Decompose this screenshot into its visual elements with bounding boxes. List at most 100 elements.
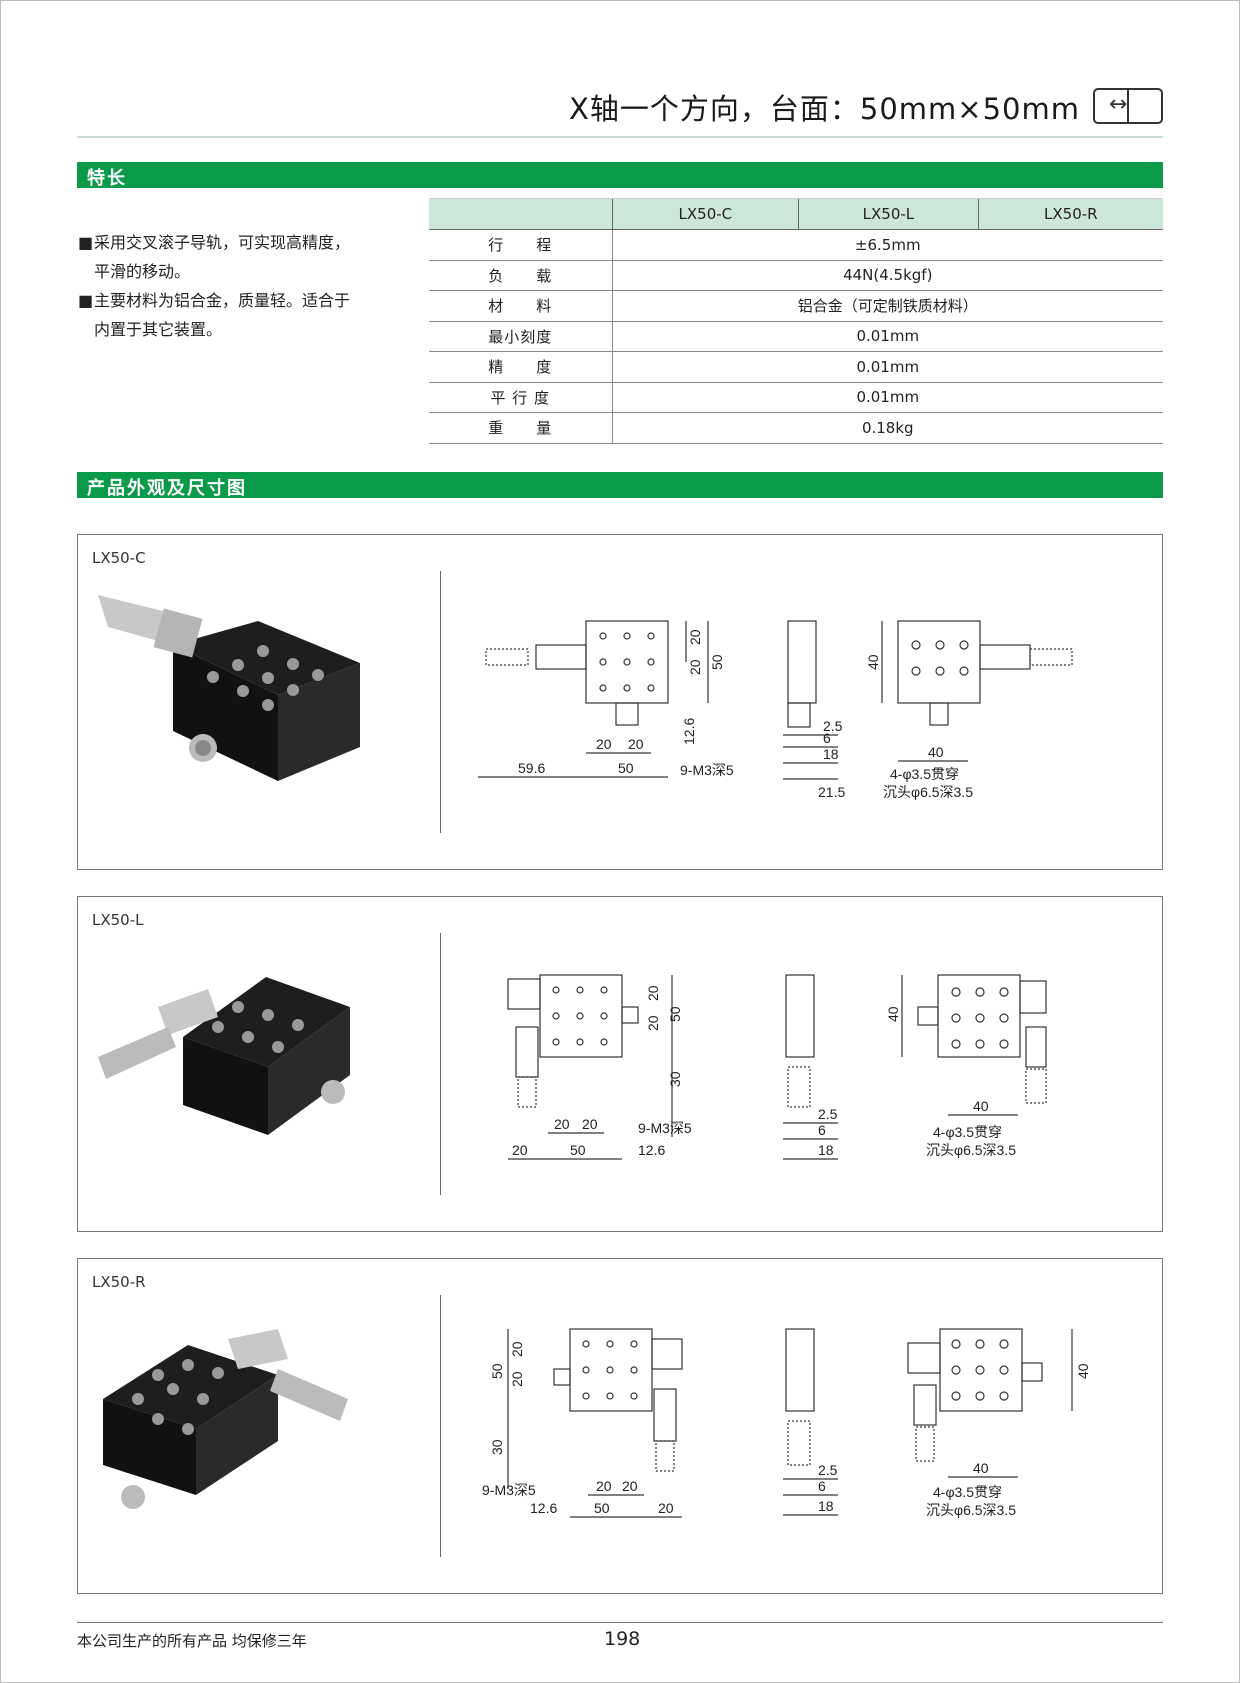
footer-rule — [77, 1622, 1163, 1623]
counterbore-note: 沉头φ6.5深3.5 — [883, 784, 973, 800]
feature-text: 采用交叉滚子导轨，可实现高精度，平滑的移动。 — [94, 233, 351, 281]
dim-label: 20 — [596, 736, 612, 752]
dim-label: 20 — [687, 659, 703, 675]
spec-header-lx50c: LX50-C — [611, 198, 799, 230]
dim-label: 18 — [818, 1498, 834, 1514]
dim-label: 50 — [709, 654, 725, 670]
bullet-icon: ■ — [78, 233, 94, 252]
product-photo — [98, 977, 350, 1135]
spec-label: 平 行 度 — [429, 382, 613, 413]
dim-label: 50 — [489, 1363, 505, 1379]
dim-label: 20 — [596, 1478, 612, 1494]
title-rule — [77, 136, 1163, 138]
counterbore-note: 沉头φ6.5深3.5 — [926, 1142, 1016, 1158]
dim-label: 20 — [645, 985, 661, 1001]
dimension-drawing: 50 12.6 20 20 20 50 20 20 30 9-M3深5 2.5 … — [482, 1328, 1091, 1518]
dimension-drawing: 20 50 20 20 12.6 20 20 50 30 9-M3深5 2.5 … — [507, 974, 1047, 1160]
section-bar-drawings: 产品外观及尺寸图 — [77, 472, 1163, 499]
dim-label: 40 — [973, 1098, 989, 1114]
dim-label: 50 — [570, 1142, 586, 1158]
dim-label: 2.5 — [823, 718, 843, 734]
dim-label: 20 — [645, 1015, 661, 1031]
dim-label: 50 — [667, 1006, 683, 1022]
dim-label: 18 — [818, 1142, 834, 1158]
dim-label: 30 — [489, 1439, 505, 1455]
spec-label: 精 度 — [429, 351, 613, 383]
dim-label: 59.6 — [518, 760, 545, 776]
product-panel-lx50l: LX50-L 20 50 20 20 — [77, 896, 1163, 1232]
thread-note: 9-M3深5 — [680, 762, 734, 778]
section-title-features: 特长 — [87, 168, 127, 189]
dim-label: 20 — [628, 736, 644, 752]
spec-value: 44N(4.5kgf) — [612, 260, 1163, 291]
feature-item: ■ 主要材料为铝合金，质量轻。适合于内置于其它装置。 — [78, 286, 378, 344]
table-row: 行 程±6.5mm — [429, 229, 1163, 261]
panel-divider — [440, 933, 441, 1195]
panel-label: LX50-L — [92, 911, 144, 929]
spec-value: 0.01mm — [612, 351, 1163, 383]
dim-label: 20 — [582, 1116, 598, 1132]
section-title-drawings: 产品外观及尺寸图 — [87, 478, 247, 499]
spec-header-lx50r: LX50-R — [977, 198, 1163, 230]
hole-note: 4-φ3.5贯穿 — [933, 1484, 1002, 1500]
page-number: 198 — [604, 1628, 641, 1650]
hole-note: 4-φ3.5贯穿 — [890, 766, 959, 782]
dim-label: 40 — [885, 1006, 901, 1022]
spec-value: 0.01mm — [612, 382, 1163, 413]
dim-label: 12.6 — [638, 1142, 665, 1158]
dim-label: 18 — [823, 746, 839, 762]
dim-label: 21.5 — [818, 784, 845, 800]
spec-label: 重 量 — [429, 412, 613, 444]
product-panel-lx50r: LX50-R 50 12.6 20 — [77, 1258, 1163, 1594]
dimension-drawing: 59.6 50 20 20 12.6 20 20 50 9-M3深5 2.5 6… — [478, 620, 1073, 800]
dim-label: 50 — [594, 1500, 610, 1516]
dim-label: 6 — [823, 730, 831, 746]
slide-direction-icon: ↔ — [1093, 88, 1163, 124]
dim-label: 12.6 — [681, 718, 697, 745]
dim-label: 40 — [973, 1460, 989, 1476]
dim-label: 2.5 — [818, 1462, 838, 1478]
footer-warranty-note: 本公司生产的所有产品 均保修三年 — [77, 1632, 307, 1650]
dim-label: 50 — [618, 760, 634, 776]
page-title: X轴一个方向，台面：50mm×50mm — [569, 92, 1080, 126]
spec-label: 最小刻度 — [429, 321, 613, 352]
section-bar-features: 特长 — [77, 162, 1163, 189]
hole-note: 4-φ3.5贯穿 — [933, 1124, 1002, 1140]
dim-label: 20 — [512, 1142, 528, 1158]
feature-text: 主要材料为铝合金，质量轻。适合于内置于其它装置。 — [94, 291, 351, 339]
panel-divider — [440, 1295, 441, 1557]
spec-header-lx50l: LX50-L — [798, 198, 979, 230]
product-photo — [98, 595, 360, 781]
dim-label: 6 — [818, 1478, 826, 1494]
dim-label: 12.6 — [530, 1500, 557, 1516]
thread-note: 9-M3深5 — [482, 1482, 536, 1498]
counterbore-note: 沉头φ6.5深3.5 — [926, 1502, 1016, 1518]
spec-value: 0.01mm — [612, 321, 1163, 352]
thread-note: 9-M3深5 — [638, 1120, 692, 1136]
feature-list: ■ 采用交叉滚子导轨，可实现高精度，平滑的移动。 ■ 主要材料为铝合金，质量轻。… — [78, 228, 378, 344]
spec-label: 负 载 — [429, 260, 613, 291]
spec-value: 铝合金（可定制铁质材料） — [612, 290, 1163, 322]
spec-header-blank — [429, 198, 612, 230]
product-panel-lx50c: LX50-C 59.6 50 20 2 — [77, 534, 1163, 870]
dim-label: 6 — [818, 1122, 826, 1138]
feature-item: ■ 采用交叉滚子导轨，可实现高精度，平滑的移动。 — [78, 228, 378, 286]
dim-label: 20 — [554, 1116, 570, 1132]
panel-label: LX50-R — [92, 1273, 146, 1291]
dim-label: 40 — [865, 654, 881, 670]
dim-label: 40 — [928, 744, 944, 760]
dim-label: 30 — [667, 1071, 683, 1087]
bullet-icon: ■ — [78, 291, 94, 310]
dim-label: 2.5 — [818, 1106, 838, 1122]
dim-label: 20 — [687, 629, 703, 645]
panel-divider — [440, 571, 441, 833]
spec-label: 行 程 — [429, 229, 613, 261]
dim-label: 20 — [509, 1341, 525, 1357]
product-photo — [103, 1329, 348, 1509]
panel-label: LX50-C — [92, 549, 146, 567]
